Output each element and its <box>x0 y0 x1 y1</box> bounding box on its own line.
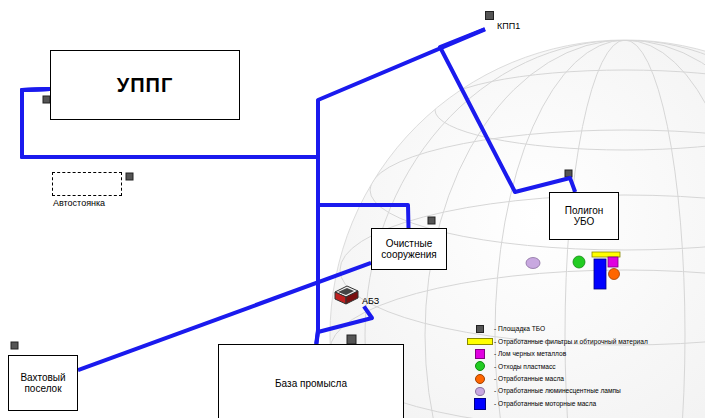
legend-row: - Отходы пластмасс <box>466 360 648 372</box>
node-label: УППГ <box>117 74 174 97</box>
tbo-site-markers <box>11 96 572 349</box>
base-box: База промысла <box>218 344 404 418</box>
legend-label: - Лом черных металлов <box>494 350 566 358</box>
legend-row: - Отработанные люминесцентные лампы <box>466 385 648 397</box>
plant-icon <box>333 284 359 306</box>
road-line <box>22 29 485 157</box>
legend-swatch <box>476 325 484 333</box>
treatment-box: Очистные сооружения <box>371 228 447 270</box>
swatch-holder <box>466 387 494 396</box>
legend-swatch <box>475 387 485 396</box>
swatch-holder <box>466 325 494 333</box>
node-label: Очистные сооружения <box>376 238 442 261</box>
legend-row: - Отработанные фильтры и обтирочный мате… <box>466 335 648 347</box>
swatch-holder <box>466 374 494 384</box>
legend-label: - Отработанные моторные масла <box>494 400 596 408</box>
legend-swatch <box>475 374 485 384</box>
camp-box: Вахтовый поселок <box>8 355 78 411</box>
parking-area: Автостоянка <box>52 172 122 196</box>
legend-swatch <box>475 349 485 359</box>
road-line <box>316 306 372 344</box>
legend-label: - Площадка ТБО <box>494 325 545 333</box>
legend-row: - Лом черных металлов <box>466 348 648 360</box>
swatch-holder <box>466 398 494 410</box>
legend-swatch <box>467 338 493 345</box>
node-label: Полигон УБО <box>554 205 614 228</box>
swatch-holder <box>466 349 494 359</box>
legend-row: - Отработанные масла <box>466 373 648 385</box>
swatch-holder <box>466 361 494 371</box>
asphalt-plant: АБЗ <box>333 284 379 306</box>
swatch-holder <box>466 338 494 345</box>
node-label: Автостоянка <box>53 198 105 208</box>
legend-label: - Отработанные фильтры и обтирочный мате… <box>494 338 648 346</box>
legend-swatch <box>474 398 486 410</box>
checkpoint-marker: КПП1 <box>485 11 520 33</box>
node-label: Вахтовый поселок <box>13 372 73 395</box>
legend-label: - Отходы пластмасс <box>494 363 556 371</box>
legend-label: - Отработанные люминесцентные лампы <box>494 387 621 395</box>
node-label: База промысла <box>275 378 347 390</box>
facility-box: УППГ <box>50 50 240 120</box>
road-line <box>440 29 575 192</box>
legend-row: - Отработанные моторные масла <box>466 397 648 409</box>
legend-row: - Площадка ТБО <box>466 323 648 335</box>
legend: - Площадка ТБО - Отработанные фильтры и о… <box>466 323 648 410</box>
legend-swatch <box>475 361 485 371</box>
waste-symbols <box>526 252 620 289</box>
legend-label: - Отработанные масла <box>494 375 564 383</box>
node-label: АБЗ <box>362 296 379 306</box>
node-label: КПП1 <box>497 21 520 31</box>
landfill-box: Полигон УБО <box>549 192 619 240</box>
tbo-marker <box>485 11 494 20</box>
road-line <box>22 89 318 344</box>
